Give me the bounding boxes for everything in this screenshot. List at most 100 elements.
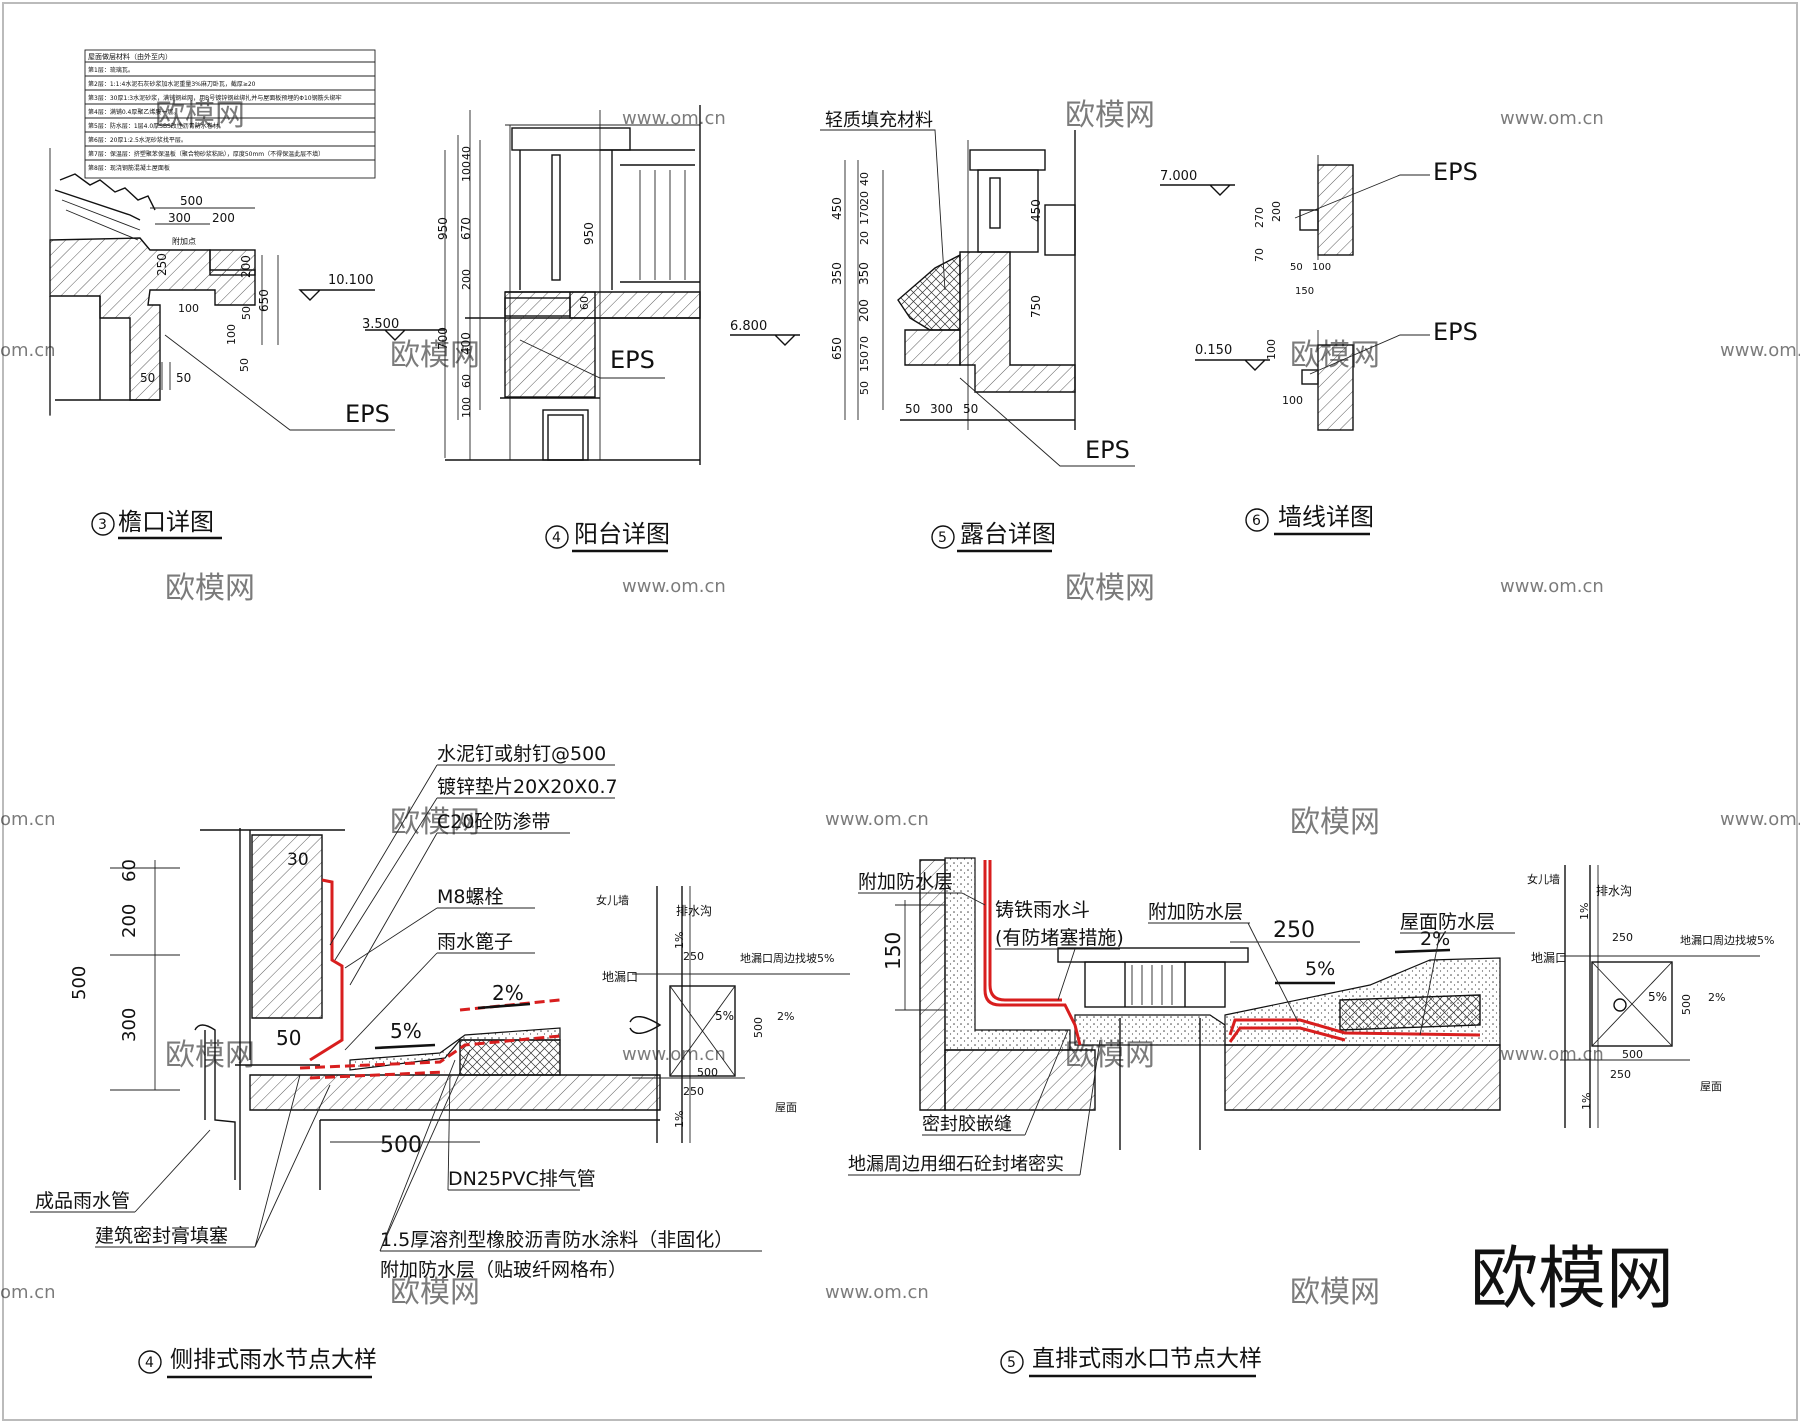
detail-eaves: 500 300 200 附加点 250 200 50 650 100 100 5… xyxy=(49,148,395,540)
dim: 50 xyxy=(176,371,191,385)
watermark-url: www.om.cn xyxy=(622,1044,726,1065)
watermark-url: www.om.cn xyxy=(622,108,726,129)
mini-dim: 2% xyxy=(777,1010,794,1023)
dim: 500 xyxy=(180,194,203,208)
watermark-logo: 欧模网 xyxy=(1065,98,1155,133)
detail-number: 3 xyxy=(98,517,107,533)
dim: 450 xyxy=(1029,199,1043,222)
watermark-url: www.om.cn xyxy=(1500,108,1604,129)
callout-label: DN25PVC排气管 xyxy=(448,1168,596,1190)
dim: 300 xyxy=(168,211,191,225)
dim: 100 xyxy=(460,397,473,418)
notes-heading: 屋面做层材料（由外至内） xyxy=(88,52,172,61)
dim: 200 xyxy=(460,269,473,290)
dim: 200 xyxy=(212,211,235,225)
detail-terrace: 40 450 20 170 20 450 350 350 200 750 650… xyxy=(730,110,1135,553)
callout-label: 建筑密封膏填塞 xyxy=(95,1224,228,1247)
dim: 100 xyxy=(460,161,473,182)
mini-dim: 250 xyxy=(683,950,704,963)
dim: 350 xyxy=(857,262,871,285)
mini-label: 女儿墙 xyxy=(1527,872,1560,886)
dim: 350 xyxy=(830,262,844,285)
slope: 5% xyxy=(1305,958,1335,980)
dim: 670 xyxy=(459,217,473,240)
detail-title: 阳台详图 xyxy=(574,520,670,548)
mini-dim: 5% xyxy=(1648,990,1667,1004)
mini-dim: 5% xyxy=(715,1009,734,1023)
dim: 950 xyxy=(436,217,450,240)
dim: 50 xyxy=(963,402,978,416)
mini-label: 屋面 xyxy=(1700,1080,1722,1093)
roof-layer-notes: 屋面做层材料（由外至内） 第1层：琉璃瓦。 第2层：1:1:4水泥石灰砂浆加水泥… xyxy=(84,49,376,179)
mini-dim: 1% xyxy=(673,1111,686,1128)
watermark-url: www.om.cn xyxy=(622,576,726,597)
mini-label: 屋面 xyxy=(775,1101,797,1114)
callout-label: 镀锌垫片20X20X0.7 xyxy=(437,776,618,798)
detail-number: 5 xyxy=(1007,1355,1016,1371)
dim: 100 xyxy=(178,302,199,315)
watermark-logo: 欧模网 xyxy=(165,1038,255,1073)
eps-label: EPS xyxy=(1433,158,1478,186)
detail-number: 5 xyxy=(938,530,947,546)
watermark-url: www.om.cn xyxy=(825,1282,929,1303)
watermark-logo: 欧模网 xyxy=(390,1275,480,1310)
detail-title: 檐口详图 xyxy=(118,508,214,536)
mini-dim: 500 xyxy=(697,1066,718,1079)
note-line: 第7层：保温层：挤塑聚苯保温板（聚合物砂浆粘贴），厚度50mm（不得保温此层不填… xyxy=(88,150,324,158)
dim: 60 xyxy=(578,296,591,310)
detail-direct-drain: 150 250 5% 2% 附加防水层 铸铁雨水斗 (有防堵塞措施) 附加防水层… xyxy=(848,857,1515,1378)
callout-label: 雨水篦子 xyxy=(437,931,513,953)
dim: 250 xyxy=(1273,918,1315,943)
mini-dim: 250 xyxy=(1610,1068,1631,1081)
mini-label: 地漏口周边找坡5% xyxy=(1680,933,1774,947)
dim: 20 xyxy=(858,231,871,245)
dim: 50 xyxy=(238,358,251,372)
dim: 40 xyxy=(858,172,871,186)
detail-side-drain: 60 200 500 300 30 50 500 5% 2% 水泥钉或射钉@50… xyxy=(30,743,762,1379)
elevation: 3.500 xyxy=(362,317,399,332)
note-line: 第6层：20厚1:2.5水泥砂浆找平层。 xyxy=(88,136,187,144)
dim: 300 xyxy=(119,1008,140,1042)
brand-watermark: 欧模网 xyxy=(1470,1240,1674,1319)
dim: 30 xyxy=(287,850,309,870)
dim: 500 xyxy=(380,1133,422,1158)
elevation: 6.800 xyxy=(730,319,767,334)
watermark-logo: 欧模网 xyxy=(1290,805,1380,840)
detail-title: 直排式雨水口节点大样 xyxy=(1032,1346,1262,1372)
slope: 2% xyxy=(492,981,524,1005)
mini-dim: 500 xyxy=(1680,994,1693,1015)
mini-label: 地漏口 xyxy=(1531,951,1567,965)
dim: 50 xyxy=(858,381,871,395)
dim: 40 xyxy=(460,146,473,160)
mini-label: 排水沟 xyxy=(1596,884,1632,898)
dim: 270 xyxy=(1253,207,1266,228)
dim: 150 xyxy=(881,932,905,970)
elevation: 7.000 xyxy=(1160,169,1197,184)
watermark-logo: 欧模网 xyxy=(1065,571,1155,606)
mini-label: 地漏口周边找坡5% xyxy=(740,951,834,965)
dim: 500 xyxy=(69,966,90,1000)
watermark-logo: 欧模网 xyxy=(1290,1275,1380,1310)
slope: 5% xyxy=(390,1019,422,1043)
note-line: 第4层：满铺0.4厚聚乙烯膜一层。 xyxy=(88,108,179,116)
misc-label: 附加点 xyxy=(172,236,196,246)
dim: 50 xyxy=(1290,262,1303,273)
eps-label: EPS xyxy=(610,346,655,374)
watermark-url: www.om.cn xyxy=(1500,576,1604,597)
dim: 200 xyxy=(857,299,871,322)
dim: 150 xyxy=(1295,286,1314,297)
callout-label: 附加防水层 xyxy=(858,871,953,893)
mini-dim: 500 xyxy=(1622,1048,1643,1061)
dim: 300 xyxy=(930,402,953,416)
mini-label: 地漏口 xyxy=(602,970,638,984)
dim: 100 xyxy=(1312,262,1331,273)
mini-dim: 250 xyxy=(1612,931,1633,944)
callout-label: 密封胶嵌缝 xyxy=(922,1114,1012,1135)
detail-title: 墙线详图 xyxy=(1278,503,1374,531)
dim: 50 xyxy=(240,306,253,320)
callout-label: 附加防水层 xyxy=(1148,901,1243,923)
note-line: 第3层：30厚1:3水泥砂浆，满铺钢丝网，用B号镀锌钢丝绑扎并与屋面板预埋的Φ1… xyxy=(88,94,342,102)
dim: 50 xyxy=(276,1026,301,1050)
note-line: 第5层：防水层：1层4.0厚SBS改性沥青防水卷材。 xyxy=(88,122,225,130)
dim: 950 xyxy=(582,222,596,245)
